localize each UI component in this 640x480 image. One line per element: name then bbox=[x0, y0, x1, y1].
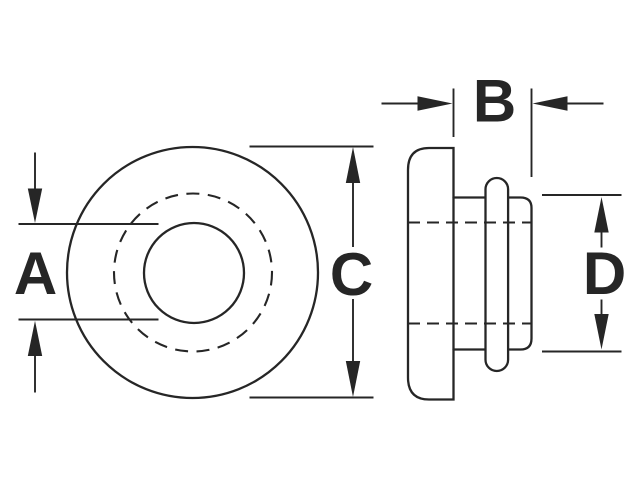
dim-c-arrowhead-down-icon bbox=[345, 361, 361, 397]
dim-d-arrowhead-down-icon bbox=[594, 314, 609, 350]
dim-b-arrowhead-right-icon bbox=[417, 96, 453, 111]
dimension-a: A bbox=[14, 152, 159, 393]
dimension-d: D bbox=[542, 194, 626, 353]
side-shank-outline bbox=[452, 196, 533, 351]
dim-a-label: A bbox=[14, 240, 57, 307]
dim-a-arrowhead-up-icon bbox=[27, 320, 43, 356]
dim-b-label: B bbox=[473, 68, 516, 135]
dimension-c: C bbox=[249, 145, 374, 399]
front-inner-hole-circle bbox=[142, 221, 246, 325]
dim-b-arrowhead-left-icon bbox=[532, 96, 568, 111]
dim-c-arrowhead-up-icon bbox=[345, 147, 361, 183]
front-hidden-groove-circle bbox=[112, 192, 274, 353]
dim-a-arrowhead-down-icon bbox=[27, 188, 43, 223]
side-flange-outline bbox=[406, 146, 455, 401]
dim-d-label: D bbox=[583, 240, 626, 307]
side-view bbox=[406, 146, 533, 401]
dim-c-label: C bbox=[330, 241, 373, 308]
dim-d-arrowhead-up-icon bbox=[594, 197, 609, 233]
dimension-b: B bbox=[381, 68, 604, 177]
side-retaining-ring-outline bbox=[484, 176, 510, 373]
front-view bbox=[65, 145, 320, 400]
front-outer-circle bbox=[65, 145, 320, 400]
